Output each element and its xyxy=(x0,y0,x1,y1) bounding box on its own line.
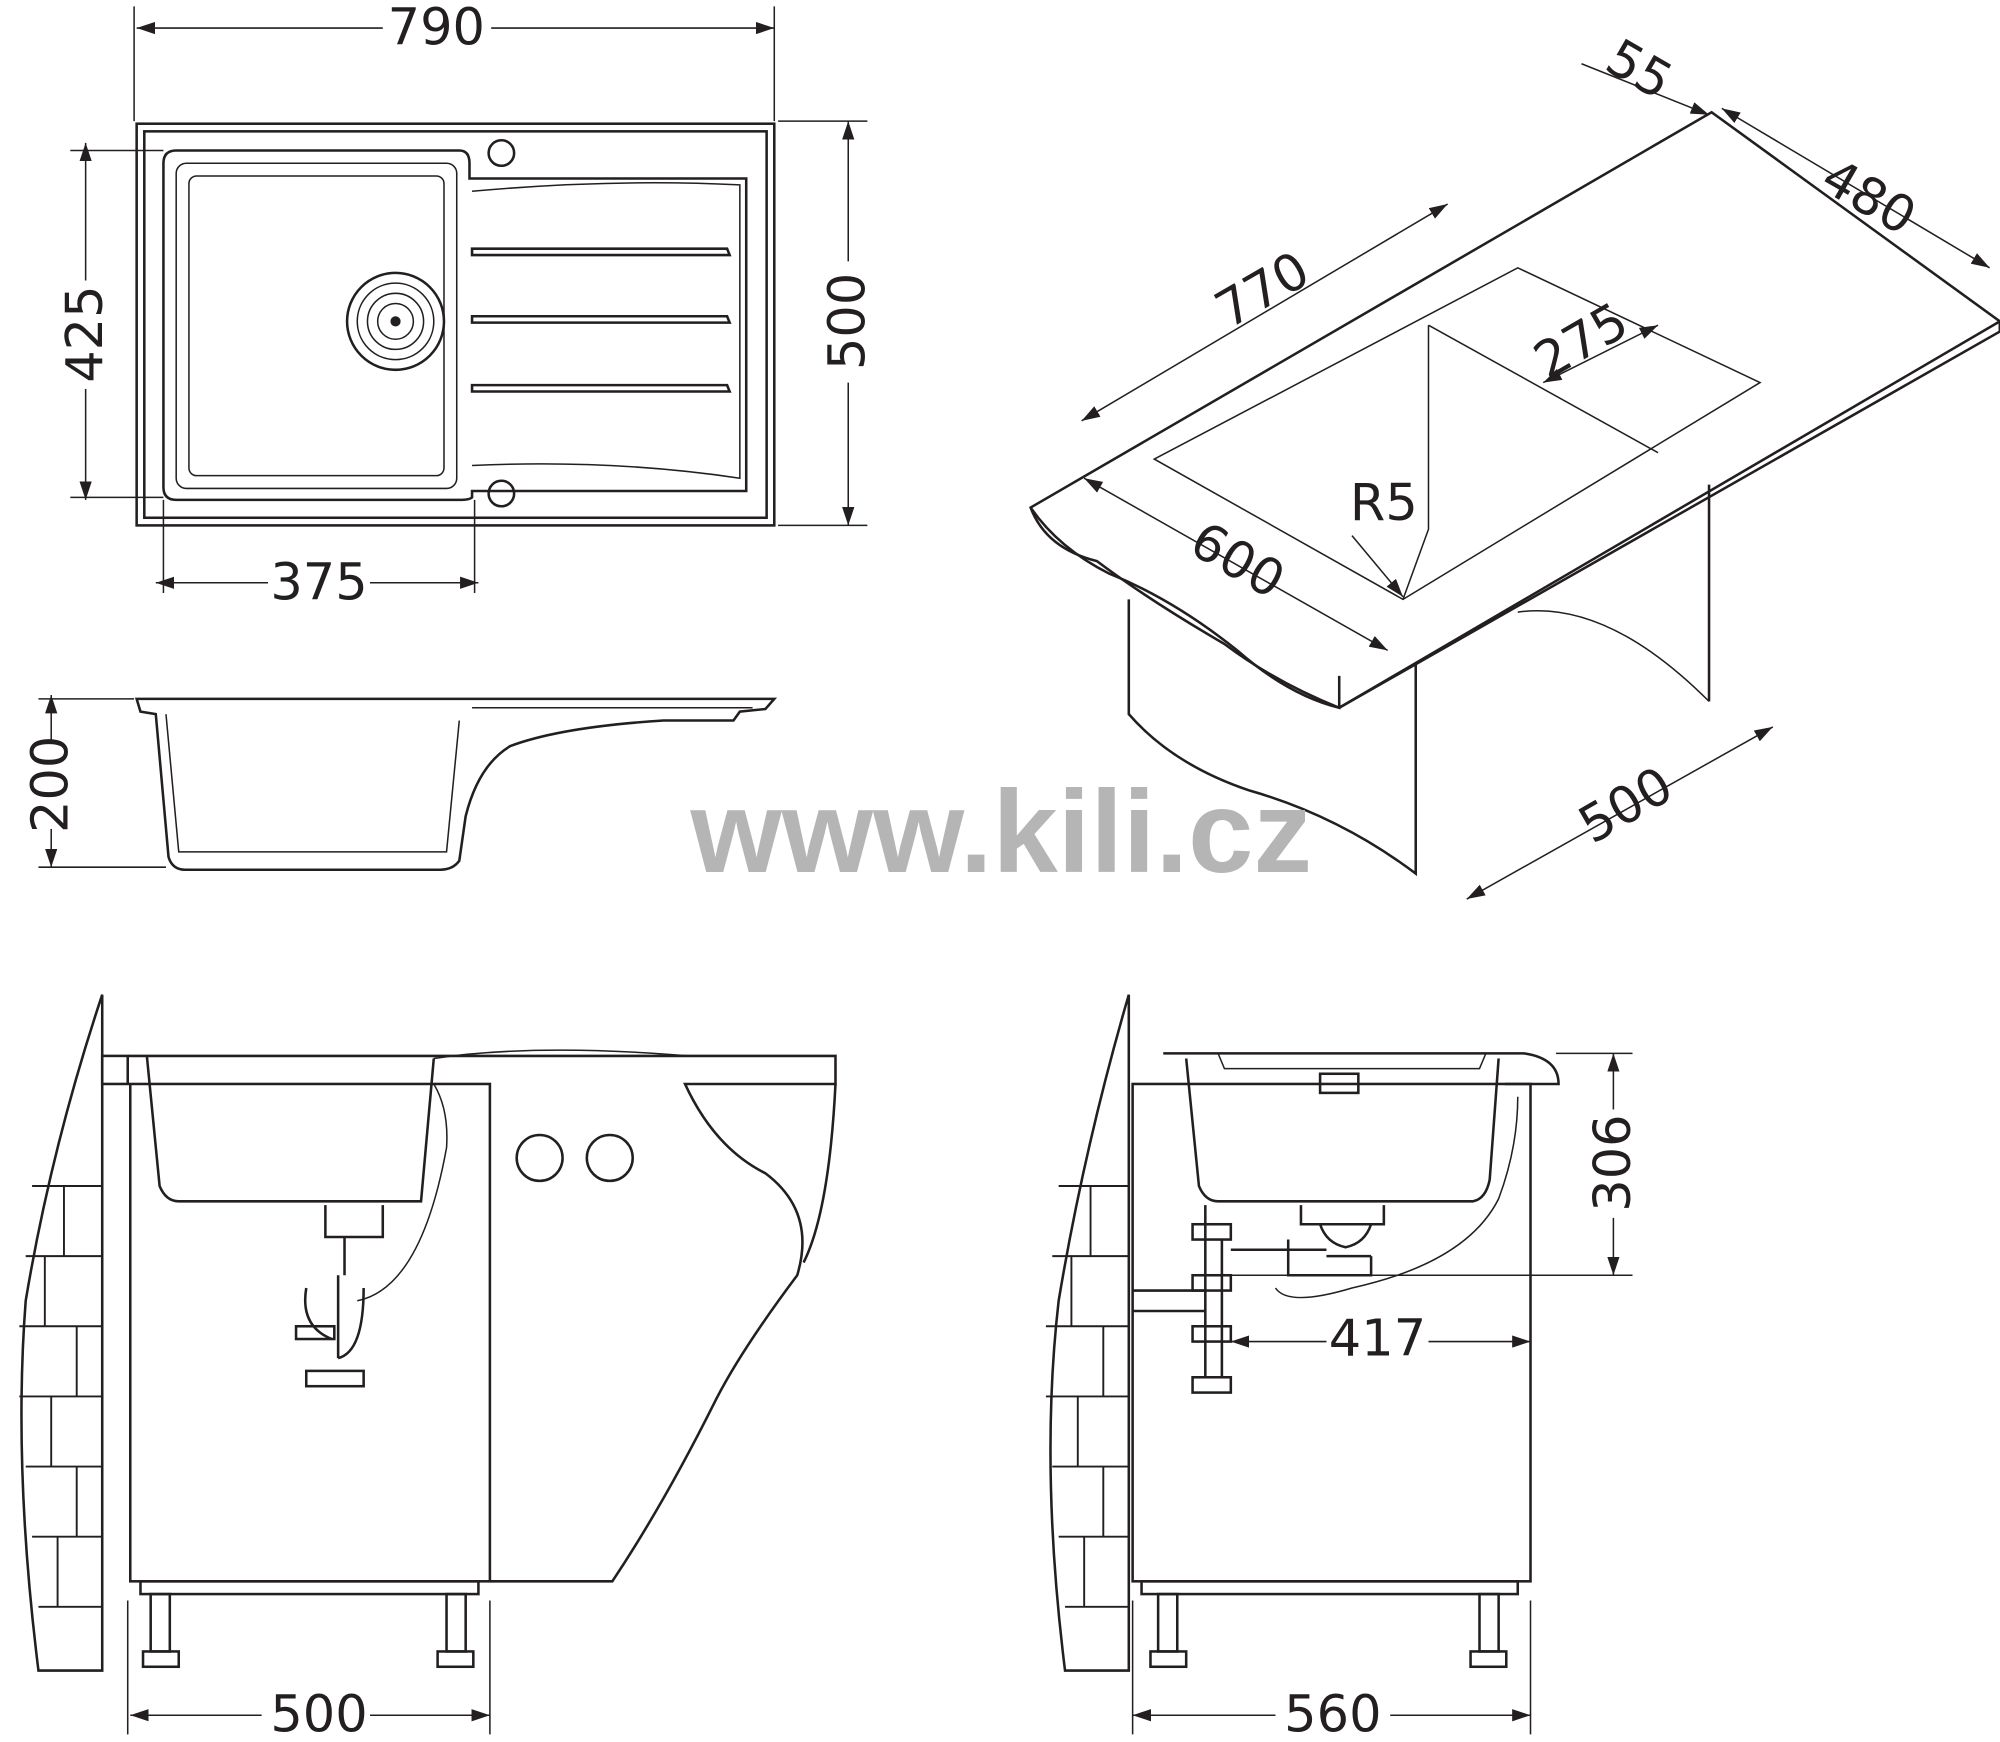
watermark: www.kili.cz xyxy=(690,766,1313,897)
cabinet xyxy=(128,1082,492,1583)
side-install-view: 306 417 560 xyxy=(1045,994,1643,1742)
sink-outline xyxy=(135,122,776,527)
front-install-view: 500 xyxy=(19,994,837,1742)
drainer-ribs xyxy=(470,247,732,393)
side-view: 200 xyxy=(22,695,778,871)
dim-side: 480 xyxy=(1812,148,1926,248)
dim-front-depth: 600 xyxy=(1180,511,1294,611)
tap-hole xyxy=(487,139,516,168)
dim-bowl-depth: 425 xyxy=(56,285,115,382)
dim-bowl-inner: 275 xyxy=(1525,292,1639,392)
dim-bowl-height: 306 xyxy=(1584,1114,1643,1211)
dim-drain-offset: 417 xyxy=(1329,1310,1426,1369)
drain-strainer-icon xyxy=(345,271,446,372)
dim-length: 770 xyxy=(1206,241,1320,341)
dim-height: 200 xyxy=(22,736,81,833)
dim-width: 790 xyxy=(388,0,485,58)
dim-depth: 500 xyxy=(819,273,878,370)
dim-side-cabinet-width: 560 xyxy=(1284,1686,1381,1742)
top-view: 790 425 500 375 xyxy=(56,0,878,612)
dim-cabinet-depth: 500 xyxy=(1569,756,1683,856)
dim-radius: R5 xyxy=(1350,474,1418,533)
overflow-hole xyxy=(487,479,516,508)
bowl-outline xyxy=(162,149,748,502)
dim-front-cabinet-width: 500 xyxy=(270,1686,367,1742)
dim-bowl-width: 375 xyxy=(270,553,367,612)
